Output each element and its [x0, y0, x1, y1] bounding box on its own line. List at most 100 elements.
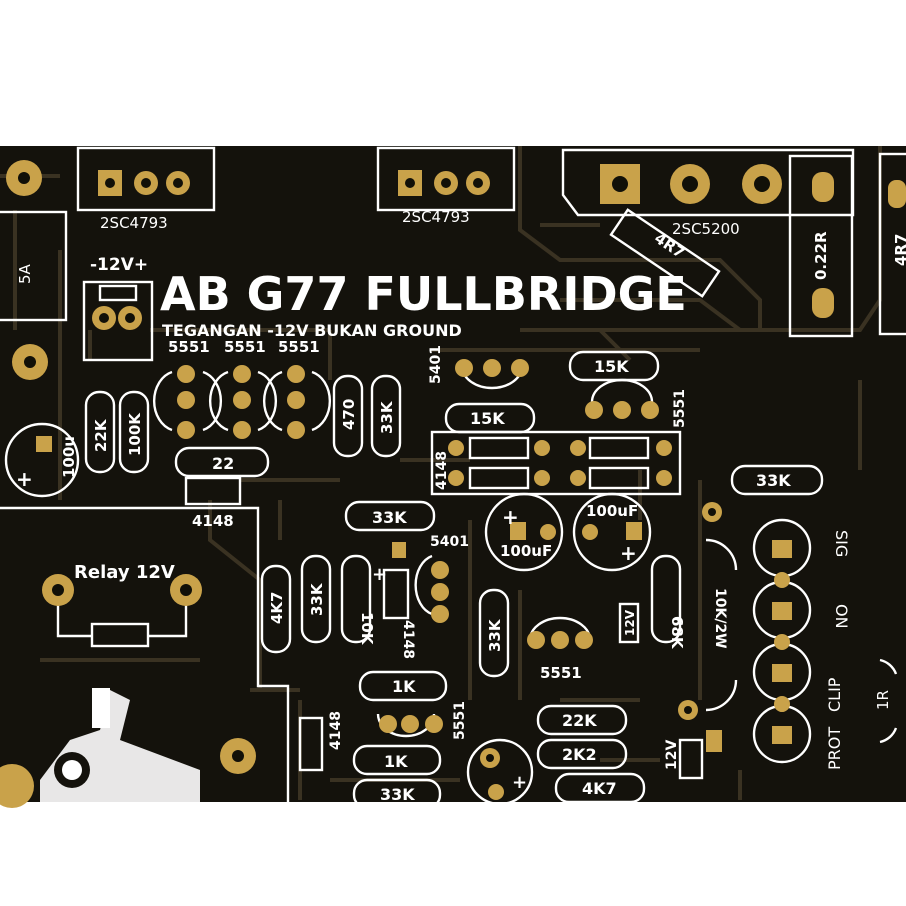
r-68k-label: 68K [668, 616, 686, 650]
r-1r-outline [879, 658, 898, 744]
led-sig-label: SIG [832, 530, 851, 557]
r-33k-a-outline [370, 374, 402, 458]
r-2k2-outline [536, 738, 628, 770]
r-4r7-diag-outline [609, 208, 721, 298]
cap-100uf-b-outline [572, 492, 652, 572]
r-4r7-top-label: 4R7 [892, 234, 906, 266]
r-10k2w-outline [705, 538, 738, 712]
led-prot-label: PROT [825, 727, 844, 770]
cap-100u-outline [4, 422, 80, 498]
d-4148-b-frame [430, 430, 682, 496]
r-1k-a-label: 1K [392, 677, 416, 696]
d-4148-d-outline [298, 716, 324, 772]
r-33k-mid-outline [344, 500, 436, 532]
r-33k-c-label: 33K [486, 618, 504, 652]
q3-label: 2SC5200 [672, 220, 740, 238]
t3-label: 5551 [278, 338, 320, 356]
r-100k-label: 100K [126, 412, 144, 456]
r-10k2w-label: 10K/2W [712, 588, 728, 649]
d-4148-b-label: 4148 [434, 451, 450, 490]
r-4k7-a-outline [260, 564, 292, 654]
supply-label: -12V+ [90, 255, 148, 275]
r-1r-label: 1R [874, 690, 892, 710]
fuse-outline [0, 210, 68, 322]
t3-outline [262, 370, 283, 432]
t1-outline [152, 370, 173, 432]
cap-100uf-a-plus: + [502, 505, 519, 529]
cap-100u-plus: + [16, 467, 33, 491]
r-1k-b-outline [352, 744, 442, 776]
r-22-label: 22 [212, 454, 234, 473]
t-5551-mid-label: 5551 [540, 664, 582, 682]
r-22k-left-label: 22K [92, 418, 110, 452]
t1-label: 5551 [168, 338, 210, 356]
r-022-outline [788, 154, 854, 338]
relay-label: Relay 12V [74, 562, 175, 583]
d-4148-c-label: 4148 [400, 620, 416, 659]
led-clip-label: CLIP [825, 677, 844, 712]
cap-low-outline [466, 738, 534, 806]
r-68k-outline [650, 554, 682, 644]
board-subtitle: TEGANGAN -12V BUKAN GROUND [162, 321, 462, 340]
t-5401-mid-label: 5401 [430, 534, 469, 550]
board-title: AB G77 FULLBRIDGE [160, 267, 687, 321]
t-5551-mid-outline [528, 616, 592, 641]
r-10k-outline [340, 554, 372, 644]
t2-label: 5551 [224, 338, 266, 356]
r-33k-right-outline [730, 464, 824, 496]
decorative-artwork [40, 688, 200, 802]
r-22-outline [174, 446, 270, 478]
cap-100uf-a-outline [484, 492, 564, 572]
r-100k-outline [118, 390, 150, 474]
z-12v-a-label: 12V [623, 609, 637, 636]
r-33k-b-outline [300, 554, 332, 644]
r-4k7-b-label: 4K7 [582, 779, 617, 798]
r-15k-a-label: 15K [594, 357, 629, 376]
r-33k-b-label: 33K [308, 582, 326, 616]
cap-100uf-b-plus: + [620, 541, 637, 565]
t-5551-right-outline [590, 378, 654, 403]
fuse-label: 5A [16, 263, 34, 284]
t-5551-right-label: 5551 [672, 389, 688, 428]
r-33k-c-outline [478, 588, 510, 678]
t-5401-top-label: 5401 [428, 345, 444, 384]
d-4148-c-plus: + [372, 564, 387, 585]
r-33k-d-outline [352, 778, 442, 810]
q1-label: 2SC4793 [100, 214, 168, 232]
d-4148-d-label: 4148 [328, 711, 344, 750]
cap-100uf-a-label: 100uF [500, 542, 552, 560]
z-12v-b-outline [678, 738, 704, 780]
silkscreen-outlines [0, 146, 906, 810]
supply-connector-key [98, 284, 138, 302]
r-1k-b-label: 1K [384, 752, 408, 771]
r-33k-right-label: 33K [756, 471, 791, 490]
supply-connector-outline [82, 280, 154, 362]
r-4k7-a-label: 4K7 [268, 592, 286, 625]
r-022-label: 0.22R [812, 231, 830, 280]
r-4k7-b-outline [554, 772, 646, 804]
z-12v-b-label: 12V [664, 740, 680, 770]
cap-100u-label: 100u [60, 436, 78, 478]
r-2k2-label: 2K2 [562, 745, 597, 764]
d-4148-a-outline [184, 476, 242, 506]
relay-outline [0, 506, 290, 802]
r-33k-d-label: 33K [380, 785, 415, 804]
cap-low-plus: + [512, 772, 527, 793]
r-1k-a-outline [358, 670, 448, 702]
r-22k-outline [84, 390, 116, 474]
cap-100uf-b-label: 100uF [586, 502, 638, 520]
r-33k-a-label: 33K [378, 400, 396, 434]
r-33k-mid-label: 33K [372, 508, 407, 527]
q3-outline [561, 148, 855, 217]
r-22k-low-label: 22K [562, 711, 597, 730]
d-4148-c-outline [382, 568, 410, 620]
d-4148-a-label: 4148 [192, 512, 234, 530]
z-12v-a-outline [618, 602, 640, 644]
q1-outline [76, 146, 216, 212]
t-5401-mid-outline [414, 554, 433, 616]
r-10k-label: 10K [358, 612, 376, 646]
copper-pads [0, 160, 906, 808]
r-4r7-outline [878, 152, 906, 336]
q2-outline [376, 146, 516, 212]
